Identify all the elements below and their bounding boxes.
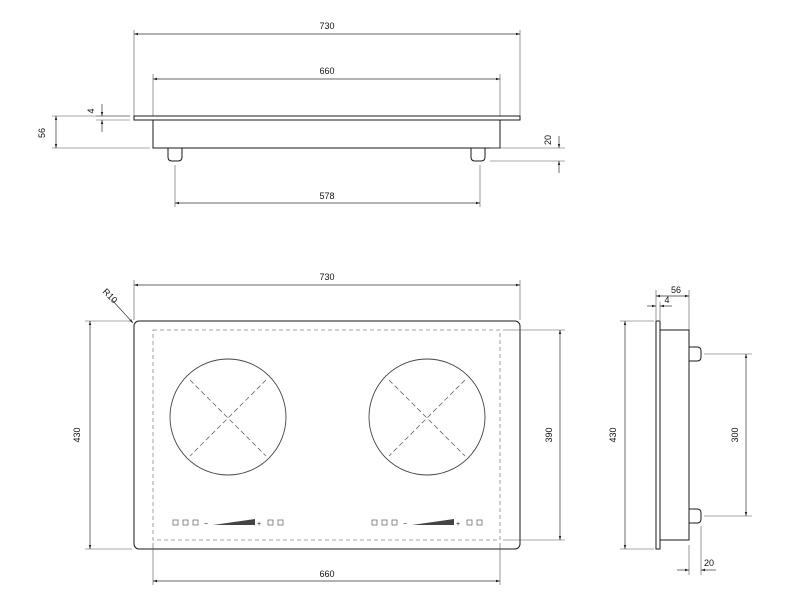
side-overall-width-label: 730 [319,21,334,31]
right-timer-button[interactable] [381,519,388,526]
left-control-panel: − + [172,519,284,528]
right-zone-button[interactable] [476,519,483,526]
left-plus-symbol[interactable]: + [257,521,261,528]
left-power-slider[interactable] [213,519,255,525]
left-burner [169,358,287,476]
top-overall-width-dimension: 730 [133,272,521,320]
end-total-height-label: 56 [671,285,681,295]
top-overall-depth-label: 430 [72,427,82,442]
right-minus-symbol[interactable]: − [403,521,407,528]
end-feet-spacing-dimension: 300 [704,353,752,517]
right-power-slider[interactable] [412,519,454,525]
side-glass-width-dimension: 660 [152,66,501,116]
glass-plate-outline [133,320,521,550]
end-total-height-dimension: 56 [655,285,690,330]
right-lock-button[interactable] [391,519,398,526]
left-zone-button[interactable] [277,519,284,526]
top-cutout-width-label: 660 [319,569,334,579]
side-feet-spacing-label: 578 [319,191,334,201]
top-overall-depth-dimension: 430 [72,320,132,550]
side-foot-height-label: 20 [543,135,553,145]
top-overall-width-label: 730 [319,272,334,282]
side-glass-width-label: 660 [319,66,334,76]
left-power-button[interactable] [172,519,179,526]
left-timer-button[interactable] [182,519,189,526]
left-boost-button[interactable] [267,519,274,526]
side-glass-thickness-dimension: 4 [86,104,130,132]
right-power-button[interactable] [371,519,378,526]
right-control-panel: − + [371,519,483,528]
end-glass-thickness-label: 4 [664,295,669,305]
side-view: 730 660 56 [37,21,565,207]
side-total-height-label: 56 [37,128,47,138]
corner-radius-label: R10 [101,287,120,306]
end-hob-outline [655,320,702,550]
side-foot-height-dimension: 20 [490,135,565,173]
side-total-height-dimension: 56 [37,115,150,149]
left-lock-button[interactable] [192,519,199,526]
side-hob-outline [133,115,521,162]
top-cutout-width-dimension: 660 [152,543,501,585]
end-depth-label: 430 [608,427,618,442]
left-minus-symbol[interactable]: − [204,521,208,528]
end-feet-spacing-label: 300 [730,427,740,442]
right-plus-symbol[interactable]: + [456,521,460,528]
side-overall-width-dimension: 730 [133,21,521,116]
end-foot-height-label: 20 [704,558,714,568]
top-cutout-depth-dimension: 390 [503,329,565,541]
right-boost-button[interactable] [466,519,473,526]
end-depth-dimension: 430 [608,320,654,550]
corner-radius-callout: R10 [101,287,134,324]
top-cutout-depth-label: 390 [544,427,554,442]
cutout-outline [152,329,501,541]
end-view: 56 4 430 300 [608,285,752,575]
top-view: 730 R10 − + [72,272,565,585]
side-feet-spacing-dimension: 578 [174,165,481,207]
end-glass-thickness-dimension: 4 [647,295,672,320]
end-foot-height-dimension: 20 [677,526,716,575]
right-burner [368,358,486,476]
side-glass-thickness-label: 4 [86,108,96,113]
